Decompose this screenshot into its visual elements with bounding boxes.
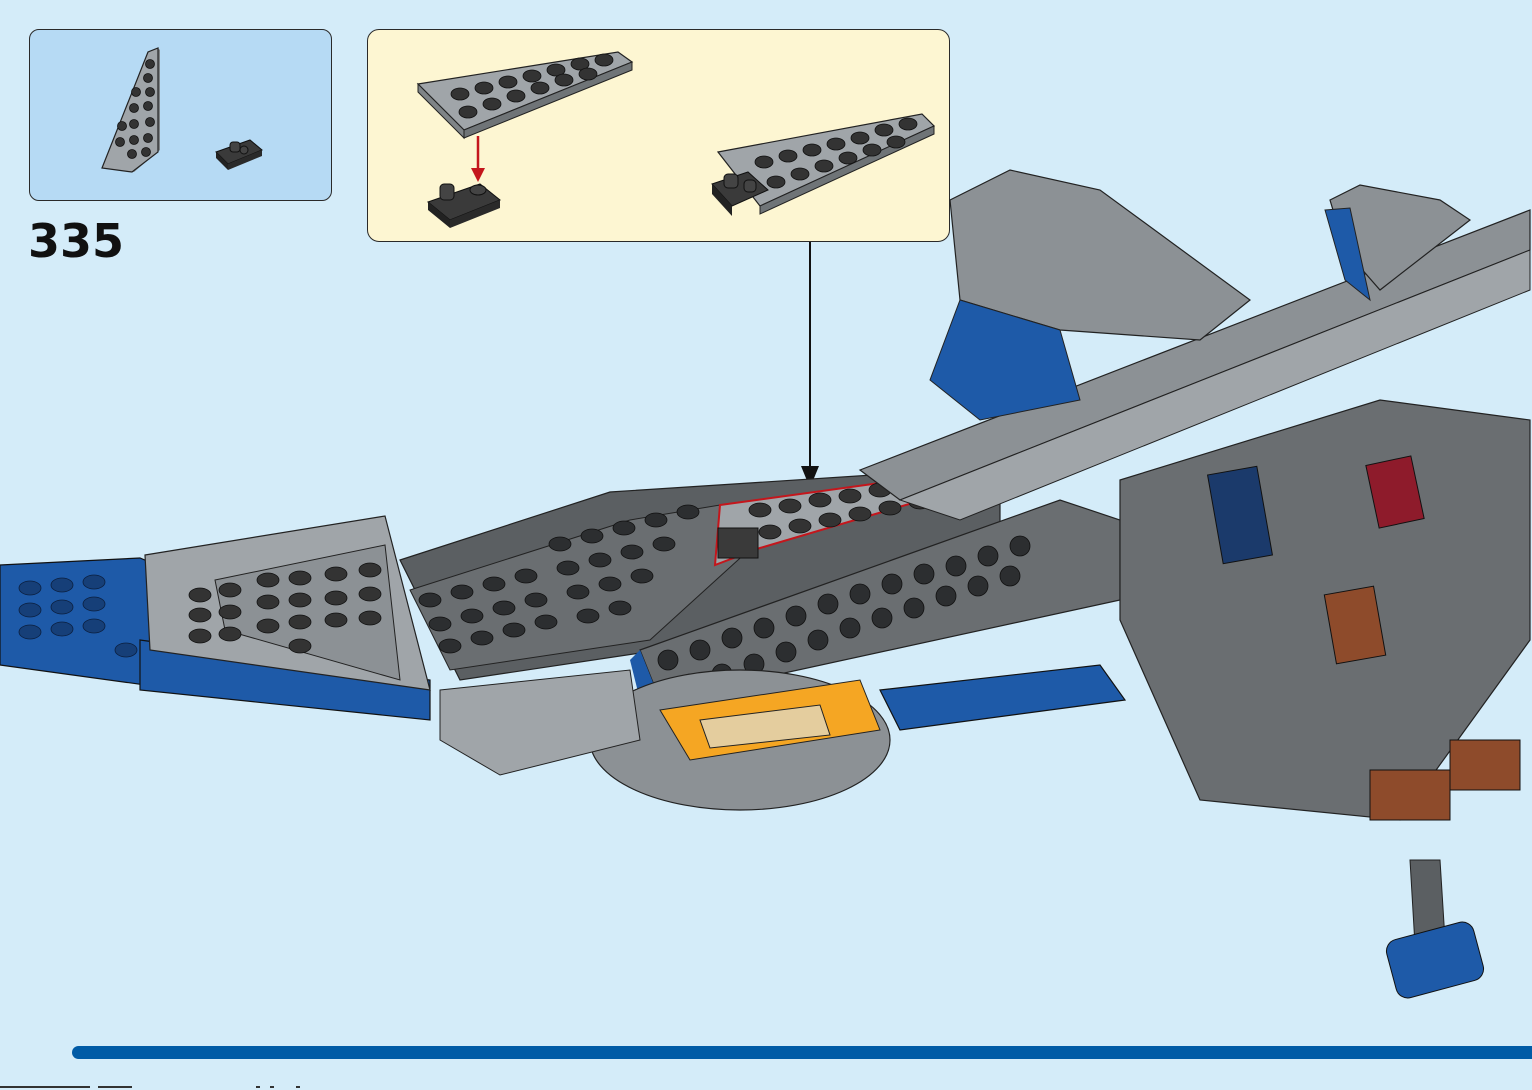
underside-wing [440,665,1125,810]
landing-gear [1384,860,1486,1001]
page-progress-bar [72,1046,1532,1059]
callout-pointer-arrow [801,242,819,488]
footer-marks [0,1084,400,1090]
model-illustration [0,0,1532,1040]
cockpit-interior [1120,400,1530,820]
